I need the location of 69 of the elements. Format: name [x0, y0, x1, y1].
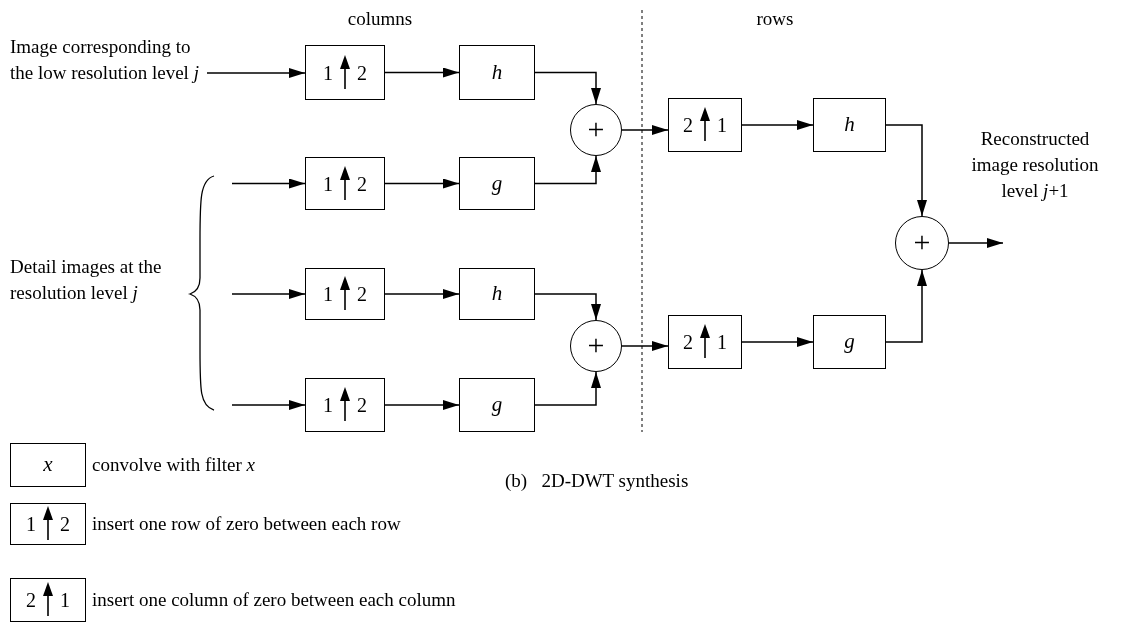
- arrow: [384, 289, 460, 299]
- arrow: [231, 178, 306, 189]
- arrow: [384, 67, 460, 78]
- factor-number: 1: [26, 512, 36, 537]
- plus-sign: +: [587, 329, 605, 360]
- factor-number: 1: [323, 282, 333, 307]
- filter-box: [459, 268, 535, 320]
- upsampler-box: [305, 378, 385, 432]
- filter-box: [459, 157, 535, 210]
- upsampler-box: [305, 268, 385, 320]
- upsampler-box: [10, 578, 86, 622]
- text-label: Detail images at the resolution level j: [10, 255, 163, 305]
- upsampler-box: [305, 45, 385, 100]
- arrow: [885, 124, 927, 217]
- arrow: [206, 68, 306, 78]
- factor-number: 2: [683, 113, 693, 138]
- filter-name: h: [491, 280, 503, 308]
- factor-number: 2: [60, 512, 70, 537]
- factor-number: 1: [323, 393, 333, 418]
- arrow: [741, 337, 814, 347]
- text-label: columns: [346, 7, 414, 31]
- factor-number: 2: [683, 330, 693, 355]
- arrow: [534, 71, 601, 105]
- legend-description: convolve with filter x: [92, 453, 256, 477]
- factor-number: 1: [60, 588, 70, 613]
- factor-number: 1: [717, 330, 727, 355]
- filter-box: [459, 378, 535, 432]
- arrow: [621, 125, 669, 135]
- arrow: [885, 269, 927, 343]
- upsampler-box: [10, 503, 86, 545]
- filter-name: g: [844, 328, 855, 356]
- filter-name: x: [43, 451, 53, 479]
- factor-number: 2: [357, 282, 367, 307]
- filter-name: h: [844, 111, 855, 139]
- arrow: [621, 341, 669, 351]
- arrow: [231, 289, 306, 299]
- factor-number: 1: [323, 171, 333, 197]
- factor-number: 1: [717, 113, 727, 138]
- arrow: [741, 120, 814, 130]
- arrow: [534, 371, 601, 406]
- arrow: [384, 178, 460, 189]
- upsampler-box: [668, 315, 742, 369]
- legend-description: insert one row of zero between each row: [92, 512, 401, 536]
- arrow: [534, 155, 601, 185]
- factor-number: 2: [357, 171, 367, 197]
- filter-name: h: [491, 58, 503, 86]
- factor-number: 2: [26, 588, 36, 613]
- filter-box: [10, 443, 86, 487]
- input-label: Image corresponding to the low resolution level j: [10, 34, 202, 112]
- plus-sign: +: [587, 113, 605, 144]
- text-label: rows: [755, 7, 795, 31]
- legend-description: insert one column of zero between each column: [92, 588, 456, 612]
- plus-sign: +: [913, 226, 931, 257]
- factor-number: 2: [357, 60, 367, 86]
- filter-box: [459, 45, 535, 100]
- filter-name: g: [491, 391, 503, 419]
- filter-box: [813, 98, 886, 152]
- upsampler-box: [668, 98, 742, 152]
- arrow: [948, 238, 1004, 248]
- arrow: [231, 400, 306, 410]
- arrow: [534, 293, 601, 321]
- arrow: [384, 400, 460, 410]
- factor-number: 1: [323, 60, 333, 86]
- text-label: Reconstructed image resolution level j+1: [970, 127, 1100, 203]
- upsampler-box: [305, 157, 385, 210]
- filter-box: [813, 315, 886, 369]
- factor-number: 2: [357, 393, 367, 418]
- caption: (b) 2D-DWT synthesis: [505, 469, 689, 493]
- filter-name: g: [491, 169, 503, 197]
